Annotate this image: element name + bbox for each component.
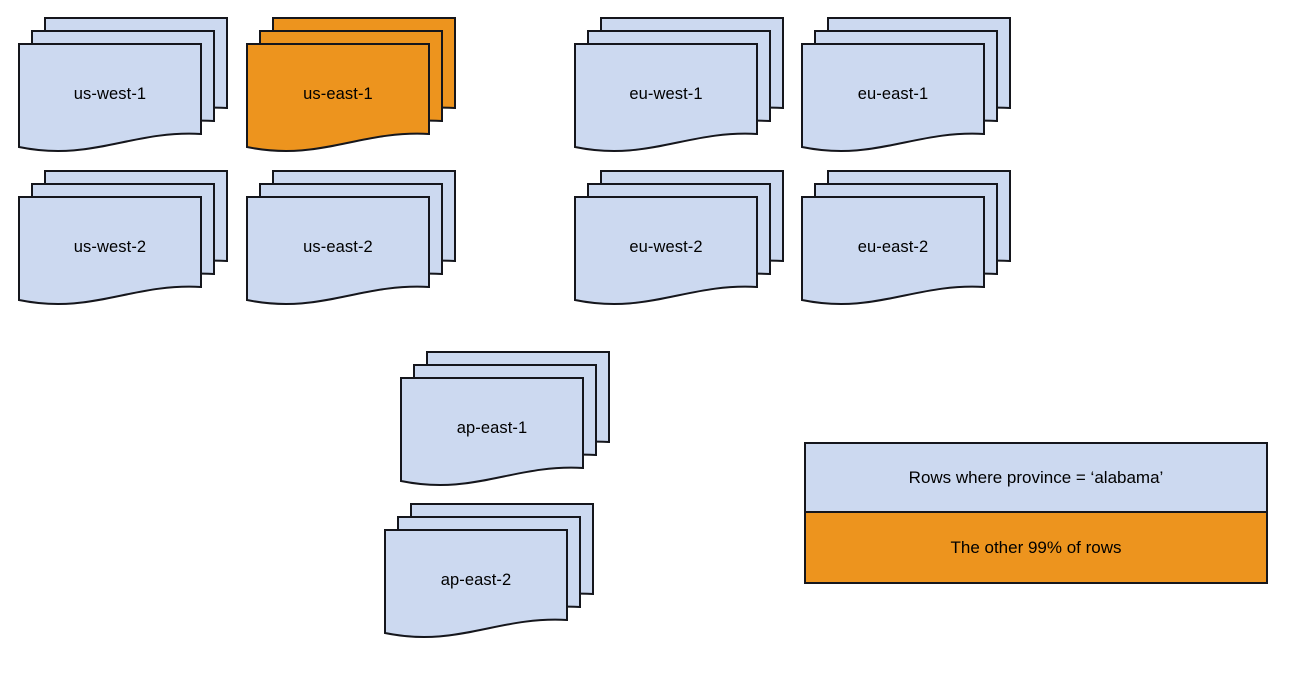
stack-shapes	[18, 170, 228, 305]
stack-shapes	[18, 17, 228, 152]
stack-shapes	[384, 503, 594, 638]
legend-secondary-label: The other 99% of rows	[950, 537, 1122, 557]
region-stack-us-east-2[interactable]: us-east-2	[246, 170, 456, 305]
document-sheet-front	[18, 196, 202, 305]
stack-shapes	[574, 17, 784, 152]
region-stack-eu-east-1[interactable]: eu-east-1	[801, 17, 1011, 152]
stack-shapes	[801, 17, 1011, 152]
document-sheet-front	[246, 43, 430, 152]
stack-shapes	[574, 170, 784, 305]
region-stack-eu-west-2[interactable]: eu-west-2	[574, 170, 784, 305]
region-stack-us-west-2[interactable]: us-west-2	[18, 170, 228, 305]
document-sheet-front	[574, 196, 758, 305]
document-sheet-front	[400, 377, 584, 486]
stack-shapes	[246, 17, 456, 152]
document-sheet-front	[384, 529, 568, 638]
legend-primary-label: Rows where province = ‘alabama’	[908, 467, 1164, 487]
region-stack-ap-east-2[interactable]: ap-east-2	[384, 503, 594, 638]
document-sheet-front	[574, 43, 758, 152]
region-stack-us-west-1[interactable]: us-west-1	[18, 17, 228, 152]
legend-item-primary: Rows where province = ‘alabama’	[806, 444, 1266, 513]
region-stack-us-east-1[interactable]: us-east-1	[246, 17, 456, 152]
legend: Rows where province = ‘alabama’ The othe…	[804, 442, 1268, 584]
stack-shapes	[801, 170, 1011, 305]
document-sheet-front	[18, 43, 202, 152]
document-sheet-front	[801, 43, 985, 152]
stack-shapes	[400, 351, 610, 486]
document-sheet-front	[246, 196, 430, 305]
region-stack-eu-east-2[interactable]: eu-east-2	[801, 170, 1011, 305]
region-stack-ap-east-1[interactable]: ap-east-1	[400, 351, 610, 486]
stack-shapes	[246, 170, 456, 305]
document-sheet-front	[801, 196, 985, 305]
legend-item-secondary: The other 99% of rows	[806, 513, 1266, 582]
region-stack-eu-west-1[interactable]: eu-west-1	[574, 17, 784, 152]
